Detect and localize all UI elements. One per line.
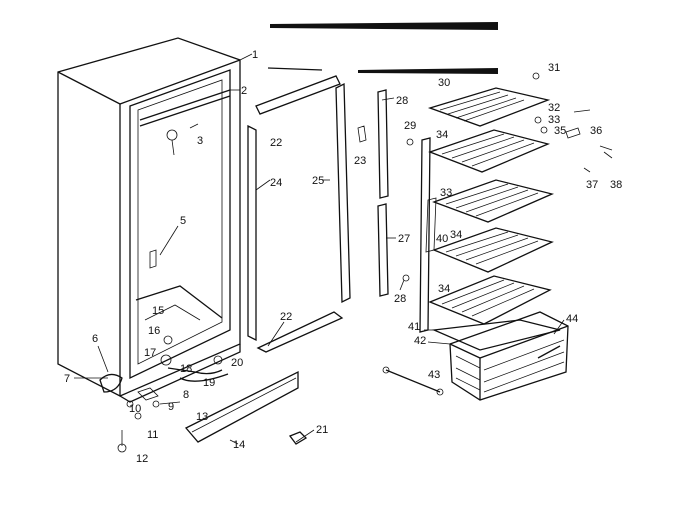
refrigerator-cabinet <box>57 37 241 403</box>
callout-label: 22 <box>280 311 292 323</box>
callout-label: 40 <box>436 233 448 245</box>
callout-labels: 1 2 3 5 6 7 8 9 10 11 12 13 14 15 16 17 … <box>64 49 622 465</box>
header-rule-top <box>270 22 498 30</box>
callout-label: 29 <box>404 120 416 132</box>
callout-label-extra: 33 <box>440 187 452 199</box>
callout-label: 14 <box>233 439 245 451</box>
callout-label: 30 <box>438 77 450 89</box>
callout-label: 16 <box>148 325 160 337</box>
callout-label: 34 <box>436 129 448 141</box>
callout-label: 35 <box>554 125 566 137</box>
slide-rod <box>382 345 561 396</box>
callout-label: 33 <box>548 114 560 126</box>
callout-label: 42 <box>414 335 426 347</box>
leader-lines <box>74 53 565 445</box>
small-hardware-right <box>402 72 613 282</box>
vertical-brackets <box>357 89 389 297</box>
cabinet-bottom-hardware <box>99 335 229 453</box>
callout-label: 9 <box>168 401 174 413</box>
callout-label: 24 <box>270 177 282 189</box>
callout-label: 12 <box>136 453 148 465</box>
callout-label: 20 <box>231 357 243 369</box>
callout-label: 36 <box>590 125 602 137</box>
callout-label: 32 <box>548 102 560 114</box>
callout-label: 28 <box>394 293 406 305</box>
callout-label: 15 <box>152 305 164 317</box>
callout-label: 8 <box>183 389 189 401</box>
callout-label: 43 <box>428 369 440 381</box>
callout-label: 28 <box>396 95 408 107</box>
shelf-stack <box>419 87 561 351</box>
callout-label: 1 <box>252 49 258 61</box>
callout-label: 13 <box>196 411 208 423</box>
callout-label: 34 <box>450 229 462 241</box>
callout-label: 19 <box>203 377 215 389</box>
callout-label: 38 <box>610 179 622 191</box>
callout-label: 37 <box>586 179 598 191</box>
callout-label: 18 <box>180 363 192 375</box>
header-rule-2 <box>358 68 498 74</box>
callout-label: 17 <box>144 347 156 359</box>
callout-label: 25 <box>312 175 324 187</box>
header-rule-3 <box>267 67 323 71</box>
callout-label: 2 <box>241 85 247 97</box>
gasket-strips <box>247 75 351 353</box>
callout-label: 10 <box>129 403 141 415</box>
callout-label: 23 <box>354 155 366 167</box>
callout-label: 44 <box>566 313 578 325</box>
callout-label: 41 <box>408 321 420 333</box>
callout-label: 22 <box>270 137 282 149</box>
callout-label: 31 <box>548 62 560 74</box>
callout-label: 27 <box>398 233 410 245</box>
callout-label: 34 <box>438 283 450 295</box>
toe-grille <box>184 370 308 445</box>
callout-label: 5 <box>180 215 186 227</box>
callout-label: 3 <box>197 135 203 147</box>
callout-label: 6 <box>92 333 98 345</box>
callout-label: 21 <box>316 424 328 436</box>
callout-label: 7 <box>64 373 70 385</box>
wire-basket <box>449 311 569 401</box>
callout-label: 11 <box>147 429 158 441</box>
